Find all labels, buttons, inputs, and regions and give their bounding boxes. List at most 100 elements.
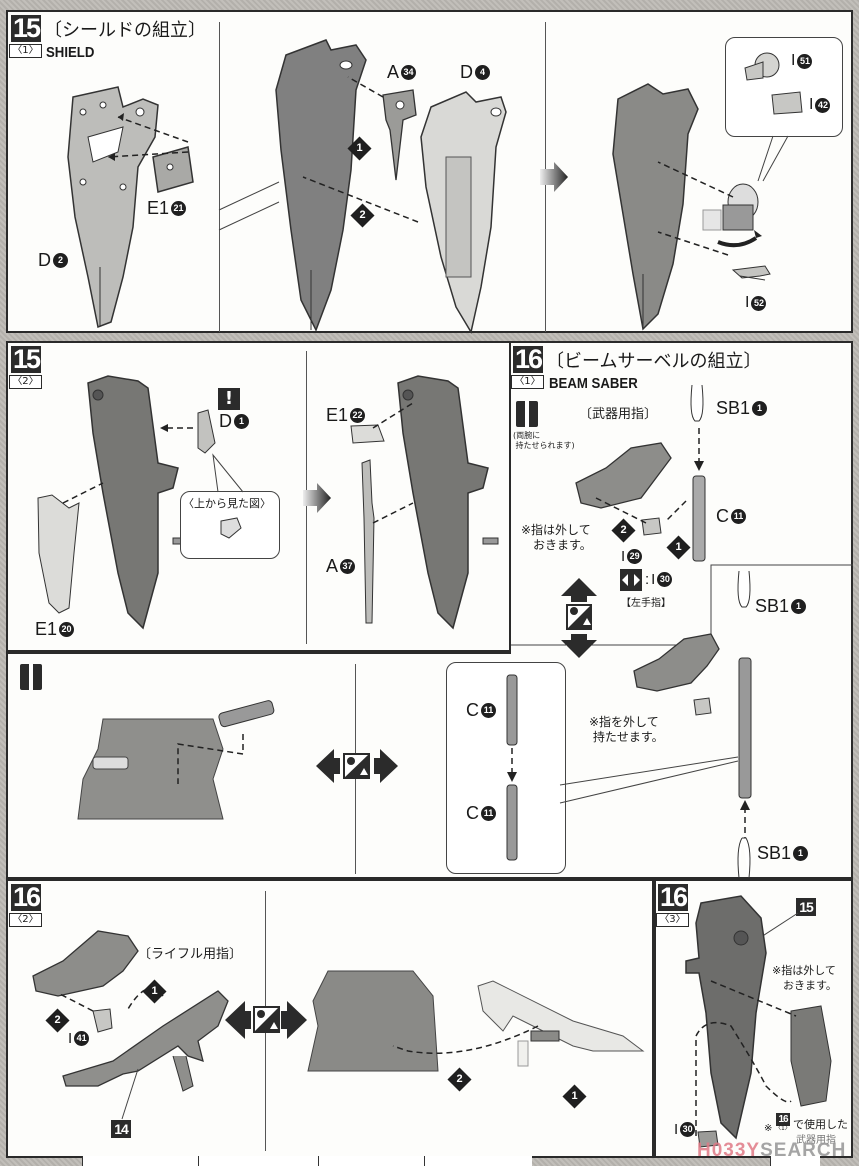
saber-hilt-c-11: [692, 475, 706, 562]
order-marker-2: 2: [350, 203, 375, 228]
part-e1-20: [37, 494, 80, 614]
hinge-part: [702, 183, 762, 248]
saber-detail-callout: [446, 662, 566, 874]
dashed-arrow: [657, 161, 734, 256]
shield-assembled-part: [612, 83, 699, 331]
sub-step-number: 〈2〉: [9, 375, 42, 389]
step-number: 15: [11, 13, 41, 43]
part-d-1: [197, 409, 216, 454]
part-i-42: [771, 91, 803, 115]
footer-tab: [198, 1156, 318, 1166]
step-title-en: SHIELD: [46, 44, 95, 61]
part-a-34: [382, 89, 417, 181]
remove-finger-note: ※指は外して おきます。: [521, 523, 592, 552]
shield-part: [397, 375, 499, 630]
attention-icon: !: [218, 388, 240, 410]
dashed-arrow: [302, 76, 419, 223]
dashed-arrow: [160, 424, 193, 432]
saber-mount-panel: [6, 652, 566, 879]
leader-line: [121, 1068, 139, 1120]
shield-outer-part: [275, 39, 367, 332]
hand-part: [575, 442, 672, 509]
hold-note: ※指を外して 持たせます。: [589, 715, 664, 744]
ref-step-16-sub: 〈1〉: [775, 1125, 791, 1132]
callout-tail: [559, 756, 739, 804]
part-i-51: [744, 52, 780, 81]
step-title-jp: 〔シールドの組立〕: [44, 20, 206, 41]
callout-tail: [757, 135, 789, 182]
ref-step-15: 15: [796, 898, 816, 916]
left-hand-icon: [620, 569, 642, 591]
shield-inner-frame-part: [67, 86, 159, 329]
footer-tab: [770, 1156, 820, 1166]
step-number: 16: [513, 344, 543, 374]
saber-hilt-c-11: [506, 674, 518, 746]
left-hand-label: 【左手指】: [621, 598, 671, 609]
used-note: で使用した: [793, 1118, 848, 1131]
sub-step-number: 〈2〉: [9, 913, 42, 927]
zoom-callout-lines: [218, 181, 280, 231]
top-view-part-icon: [220, 517, 242, 539]
swap-arrows-icon: [622, 574, 640, 586]
part-a-37: [361, 459, 375, 624]
watermark: H033YSEARCH: [697, 1140, 847, 1161]
both-hands-note: (両腕に 持たせられます): [513, 431, 575, 450]
weapon-finger-label: 〔武器用指〕: [579, 407, 658, 422]
shield-assembled-part: [685, 895, 767, 1140]
part-i-52: [731, 265, 771, 281]
both-hands-icon: [516, 401, 538, 427]
dashed-arrow: [107, 113, 189, 161]
leader-line: [757, 912, 799, 940]
sub-step-number: 〈1〉: [511, 375, 544, 389]
beam-saber-emitter: [690, 384, 704, 422]
order-marker-1: 1: [347, 136, 372, 161]
order-marker-2: 2: [611, 518, 636, 543]
order-marker-1: 1: [562, 1084, 587, 1109]
alternate-option-icon: [561, 578, 597, 658]
backpack-saber-illustration: [77, 700, 275, 820]
dashed-arrow: [695, 980, 797, 1136]
dashed-arrow: [507, 748, 517, 782]
beam-saber-emitter: [737, 837, 751, 879]
ref-step-16-small: 16: [776, 1113, 790, 1126]
saber-long: [738, 657, 752, 799]
beam-rifle-part: [62, 990, 229, 1092]
rifle-finger-label: 〔ライフル用指〕: [138, 947, 243, 962]
dashed-arrow: [62, 482, 104, 504]
alternate-option-icon: [225, 1001, 307, 1039]
next-arrow-icon: [540, 162, 568, 192]
next-arrow-icon: [303, 483, 331, 513]
remove-finger-note: ※指は外して おきます。: [772, 964, 837, 992]
step-title-jp: 〔ビームサーベルの組立〕: [546, 351, 762, 372]
part-e1-22: [350, 424, 385, 444]
top-view-callout: 〈上から見た図〉: [180, 491, 280, 559]
sub-step-number: 〈1〉: [9, 44, 42, 58]
dashed-arrow: [372, 402, 414, 524]
ref-step-14: 14: [111, 1120, 131, 1138]
hand-part: [32, 930, 139, 997]
dashed-arrow: [694, 428, 704, 471]
step-title-en: BEAM SABER: [549, 375, 638, 392]
shield-d4-part: [420, 91, 507, 334]
step-number: 16: [658, 882, 688, 912]
